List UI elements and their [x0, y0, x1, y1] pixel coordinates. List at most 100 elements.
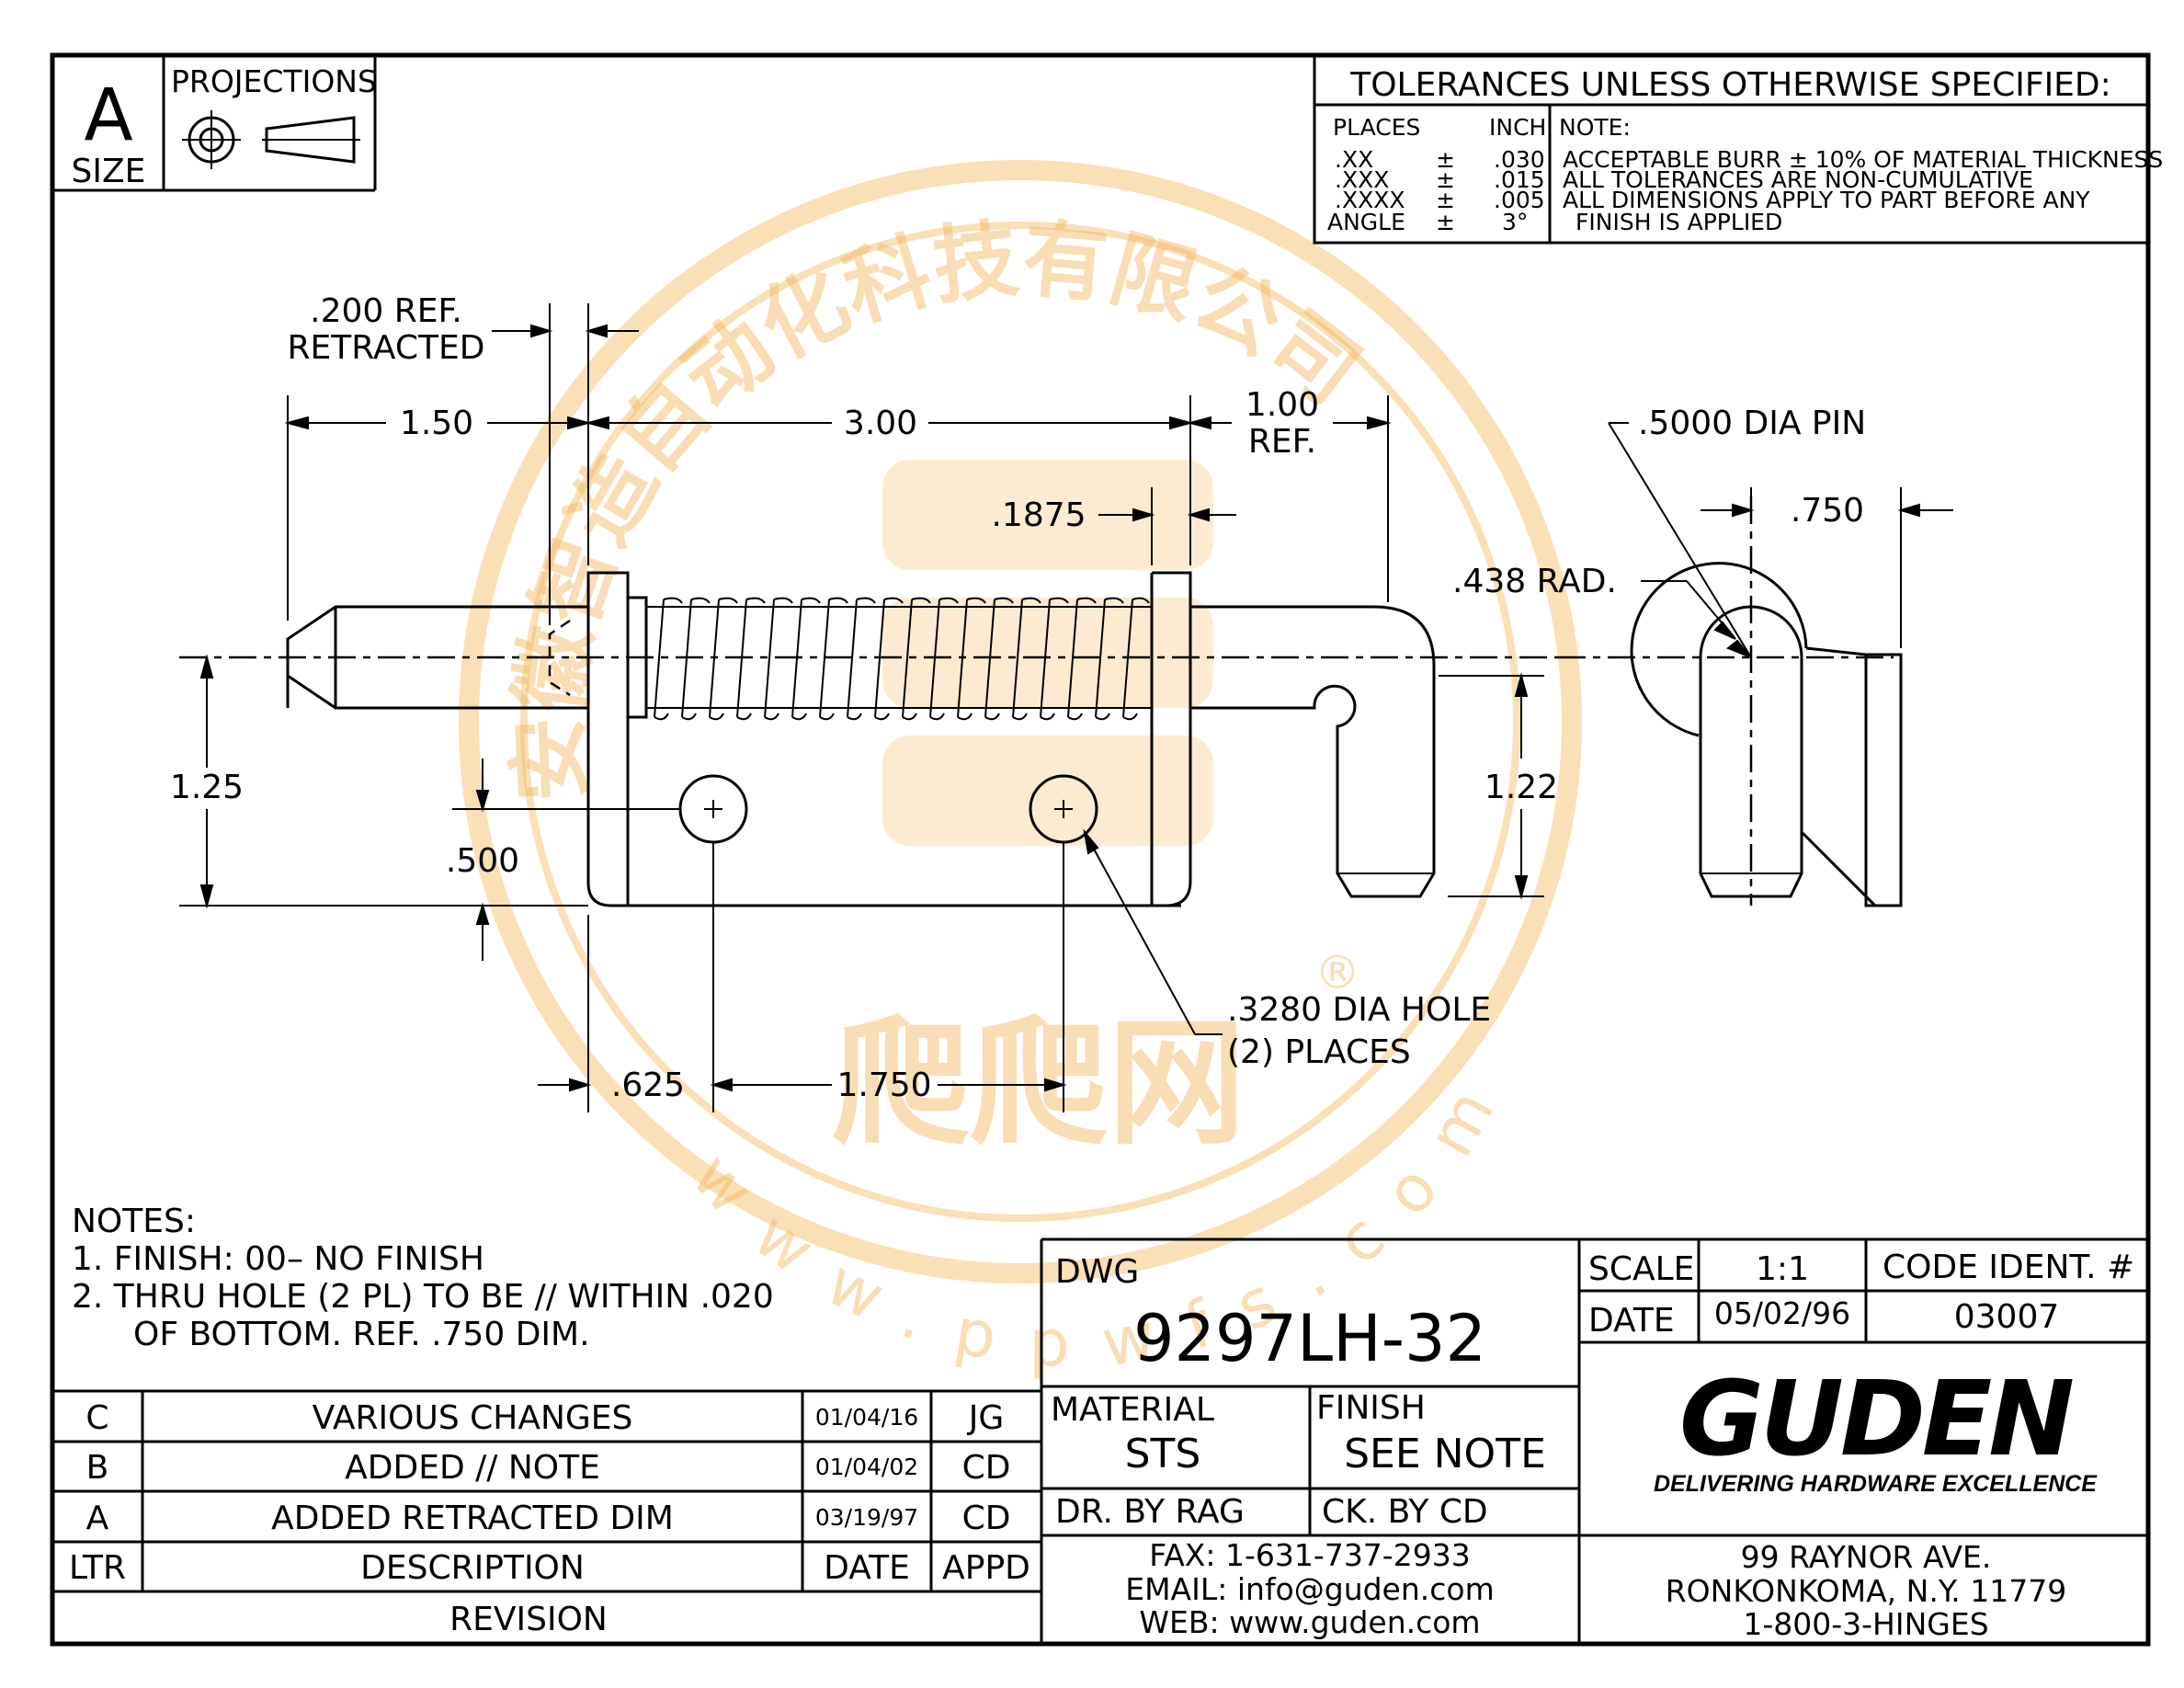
rev-ltr: A: [86, 1500, 109, 1537]
guden-logo: GUDEN: [1679, 1360, 2076, 1479]
hole-note-2: (2) PLACES: [1227, 1033, 1411, 1071]
left-flange: [586, 571, 630, 907]
rev-appd: JG: [967, 1399, 1005, 1437]
notes-line-3: OF BOTTOM. REF. .750 DIM.: [133, 1316, 590, 1353]
tol-place: .XXXX: [1335, 187, 1405, 213]
finish-label: FINISH: [1316, 1389, 1426, 1427]
dim-retracted-label: RETRACTED: [288, 329, 485, 367]
scale-value: 1:1: [1756, 1250, 1809, 1288]
places-header: PLACES: [1333, 114, 1420, 141]
address-2: RONKONKOMA, N.Y. 11779: [1666, 1573, 2067, 1609]
rev-header-ltr: LTR: [69, 1549, 126, 1587]
tol-pm: ±: [1436, 166, 1455, 193]
size-block: A SIZE PROJECTIONS: [52, 55, 377, 192]
projections-label: PROJECTIONS: [171, 63, 377, 99]
tol-inch: .015: [1494, 166, 1545, 193]
side-pin: [1699, 605, 1803, 898]
tol-pm: ±: [1436, 187, 1455, 213]
tol-pm: ±: [1436, 209, 1455, 235]
fax: FAX: 1-631-737-2933: [1149, 1537, 1470, 1573]
dim-1-00-ref: REF.: [1248, 423, 1316, 461]
pin-tip: [286, 605, 588, 708]
tolerance-title: TOLERANCES UNLESS OTHERWISE SPECIFIED:: [1349, 66, 2111, 104]
date-value: 05/02/96: [1714, 1295, 1850, 1331]
address-1: 99 RAYNOR AVE.: [1741, 1539, 1992, 1575]
drawn-by: DR. BY RAG: [1055, 1493, 1245, 1531]
side-plate: [1864, 653, 1903, 907]
checked-by: CK. BY CD: [1322, 1493, 1488, 1531]
watermark-registered: ®: [1314, 946, 1360, 999]
notes-line-2: 2. THRU HOLE (2 PL) TO BE // WITHIN .020: [72, 1278, 774, 1316]
dwg-number: 9297LH-32: [1133, 1301, 1486, 1376]
rev-header-appd: APPD: [942, 1549, 1030, 1587]
tol-inch: .030: [1494, 146, 1545, 173]
rev-header-date: DATE: [824, 1549, 910, 1587]
scale-label: SCALE: [1588, 1250, 1694, 1288]
tolerance-note: FINISH IS APPLIED: [1575, 209, 1782, 235]
web: WEB: www.guden.com: [1139, 1604, 1480, 1640]
dim-1875: .1875: [991, 496, 1086, 534]
pin-dia-label: .5000 DIA PIN: [1638, 405, 1866, 442]
rev-appd: CD: [962, 1449, 1011, 1487]
sheet-border: [50, 52, 2151, 1647]
company-logo: GUDEN: [1679, 1360, 2073, 1479]
right-flange: [1152, 571, 1192, 907]
code-ident-label: CODE IDENT. #: [1883, 1249, 2134, 1286]
spring: [654, 597, 1150, 721]
side-dimensions: [1608, 422, 1953, 658]
revision-table: [52, 1389, 1041, 1593]
rev-desc: ADDED RETRACTED DIM: [271, 1500, 674, 1537]
watermark: 安徽智造自动化科技有限公司 www.ppwfs.com 爬爬网 ®: [459, 160, 1582, 1382]
size-label: SIZE: [72, 153, 146, 190]
dim-3-00: 3.00: [844, 405, 917, 442]
dim-1-25: 1.25: [170, 769, 244, 806]
material-value: STS: [1125, 1431, 1201, 1477]
tolerance-note: ACCEPTABLE BURR ± 10% OF MATERIAL THICKN…: [1563, 146, 2163, 173]
note-header: NOTE:: [1559, 114, 1631, 141]
tolerance-note: ALL TOLERANCES ARE NON-CUMULATIVE: [1563, 166, 2033, 193]
tolerance-block: TOLERANCES UNLESS OTHERWISE SPECIFIED: P…: [1313, 53, 2163, 245]
dim-retracted-ref: .200 REF.: [310, 292, 462, 330]
dim-1-00: 1.00: [1246, 386, 1319, 424]
code-ident-value: 03007: [1954, 1298, 2060, 1336]
material-label: MATERIAL: [1051, 1391, 1214, 1429]
first-angle-projection-icon: [182, 110, 360, 169]
dim-1-50: 1.50: [400, 405, 473, 442]
tolerance-note: ALL DIMENSIONS APPLY TO PART BEFORE ANY: [1563, 187, 2090, 213]
size-letter: A: [84, 74, 132, 157]
rev-ltr: B: [86, 1449, 109, 1487]
dim-750: .750: [1791, 492, 1864, 530]
tol-place: .XX: [1335, 146, 1373, 173]
dim-1-22: 1.22: [1484, 769, 1558, 806]
tol-place: .XXX: [1335, 166, 1389, 193]
pin-handle: [1190, 605, 1436, 898]
revision-footer: REVISION: [449, 1601, 608, 1638]
tol-place: ANGLE: [1327, 209, 1405, 235]
phone: 1-800-3-HINGES: [1743, 1606, 1988, 1642]
rev-desc: ADDED // NOTE: [345, 1449, 600, 1487]
dim-1-750: 1.750: [836, 1066, 931, 1104]
rev-appd: CD: [962, 1500, 1011, 1537]
rev-header-desc: DESCRIPTION: [360, 1549, 585, 1587]
rev-date: 01/04/16: [815, 1404, 918, 1431]
tol-pm: ±: [1436, 146, 1455, 173]
dim-500: .500: [446, 842, 519, 880]
tol-inch: .005: [1494, 187, 1545, 213]
hole-note-1: .3280 DIA HOLE: [1227, 991, 1491, 1029]
rev-desc: VARIOUS CHANGES: [313, 1399, 633, 1437]
dwg-label: DWG: [1055, 1253, 1139, 1291]
company-tagline: DELIVERING HARDWARE EXCELLENCE: [1654, 1471, 2098, 1497]
finish-value: SEE NOTE: [1344, 1431, 1546, 1477]
dim-625: .625: [611, 1066, 685, 1104]
rev-ltr: C: [85, 1399, 108, 1437]
inch-header: INCH: [1489, 114, 1546, 141]
rev-date: 01/04/02: [815, 1454, 918, 1480]
dimensions: [179, 303, 1544, 1112]
notes-title: NOTES:: [72, 1203, 196, 1240]
front-view: [179, 571, 1558, 907]
tol-inch: 3°: [1502, 209, 1528, 235]
title-block: [1040, 1237, 2148, 1644]
email: EMAIL: info@guden.com: [1125, 1571, 1495, 1607]
rad-438-label: .438 RAD.: [1452, 563, 1617, 600]
